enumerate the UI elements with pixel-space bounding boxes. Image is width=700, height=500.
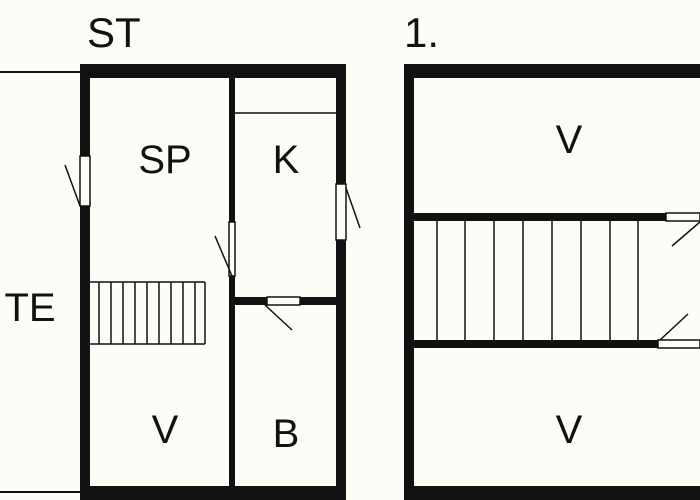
room-label-v-upper: V [555,118,583,162]
ground-floor-door-frames [79,155,347,241]
ground-floor-interior-lines [214,112,336,331]
ground-floor-stairs [90,281,206,345]
room-label-v-ground: V [151,408,179,452]
floor-label-ground: ST [87,9,141,56]
room-label-sp: SP [138,138,192,182]
first-floor-stairs [436,221,639,340]
first-floor-interior-walls [414,213,666,348]
ground-floor-outer-walls [80,64,346,500]
room-label-b: B [272,412,300,456]
room-label-v-lower: V [555,408,583,452]
room-label-te: TE [4,286,56,330]
first-floor-outer-walls [404,64,700,500]
floor-label-first: 1. [404,9,440,56]
terrace-outline [0,71,80,493]
first-floor-door-frames [657,212,700,349]
ground-floor-door-swings [64,164,361,229]
room-label-k: K [272,138,300,182]
ground-floor-interior-walls [229,78,336,486]
